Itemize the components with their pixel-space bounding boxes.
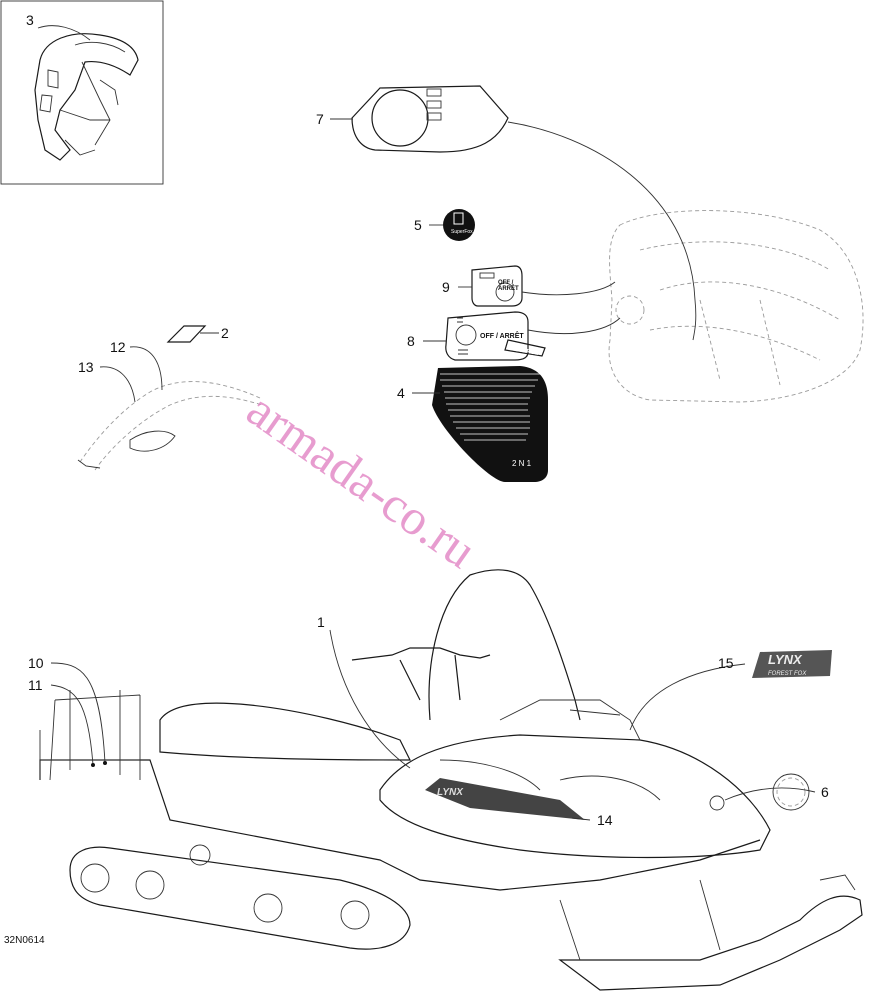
- part-2-small-decal: [166, 325, 207, 343]
- callout-2: 2: [221, 325, 229, 341]
- part-7-dash-decal: [351, 85, 509, 153]
- superfox-label: SuperFox: [451, 229, 473, 235]
- callout-8: 8: [407, 333, 415, 349]
- leader-7: [507, 121, 697, 341]
- drawing-id: 32N0614: [4, 935, 45, 946]
- callout-1: 1: [317, 614, 325, 630]
- hood-decal-brand: LYNX: [437, 787, 464, 798]
- callout-10: 10: [28, 655, 44, 671]
- part-5-superfox-decal: SuperFox: [443, 209, 475, 241]
- leader-8: [527, 317, 621, 335]
- gear-label: 2 N 1: [512, 459, 532, 468]
- part-4-warning-decal: 2 N 1: [432, 366, 548, 482]
- callout-12: 12: [110, 339, 126, 355]
- callout-4: 4: [397, 385, 405, 401]
- callout-13: 13: [78, 359, 94, 375]
- part-6-badge: [772, 773, 810, 811]
- callout-11: 11: [28, 677, 43, 693]
- callout-9: 9: [442, 279, 450, 295]
- off-arret-label: OFF / ARRÊT: [480, 331, 524, 340]
- ghost-console: [608, 210, 864, 403]
- snowmobile-drawing: LYNX: [39, 569, 863, 991]
- callout-6: 6: [821, 784, 829, 800]
- callout-5: 5: [414, 217, 422, 233]
- part-8-reverse-decal: OFF / ARRÊT REVERSE: [445, 311, 546, 361]
- callout-14: 14: [597, 812, 613, 828]
- callout-3: 3: [26, 12, 34, 28]
- inset-frame: [0, 0, 164, 185]
- rear-fender-drawing: [77, 381, 263, 471]
- leader-9: [521, 281, 616, 296]
- leader-lines: [37, 25, 816, 821]
- lynx-decal-brand: LYNX: [768, 652, 803, 667]
- part-3-console-drawing: [34, 33, 139, 161]
- lynx-decal-model: FOREST FOX: [768, 671, 807, 677]
- svg-text:ARRÊT: ARRÊT: [498, 284, 519, 292]
- callout-7: 7: [316, 111, 324, 127]
- part-6-badge-inner: [776, 777, 806, 807]
- reverse-label: REVERSE: [510, 346, 539, 357]
- part-15-lynx-decal: LYNX FOREST FOX: [752, 650, 832, 678]
- callout-15: 15: [718, 655, 734, 671]
- callout-numbers: 3 7 5 9 8 4 2 12 13 1 10 11 15 6 14: [26, 12, 829, 828]
- part-9-off-decal: OFF / ARRÊT: [471, 265, 523, 307]
- svg-text:OFF /: OFF /: [498, 280, 514, 286]
